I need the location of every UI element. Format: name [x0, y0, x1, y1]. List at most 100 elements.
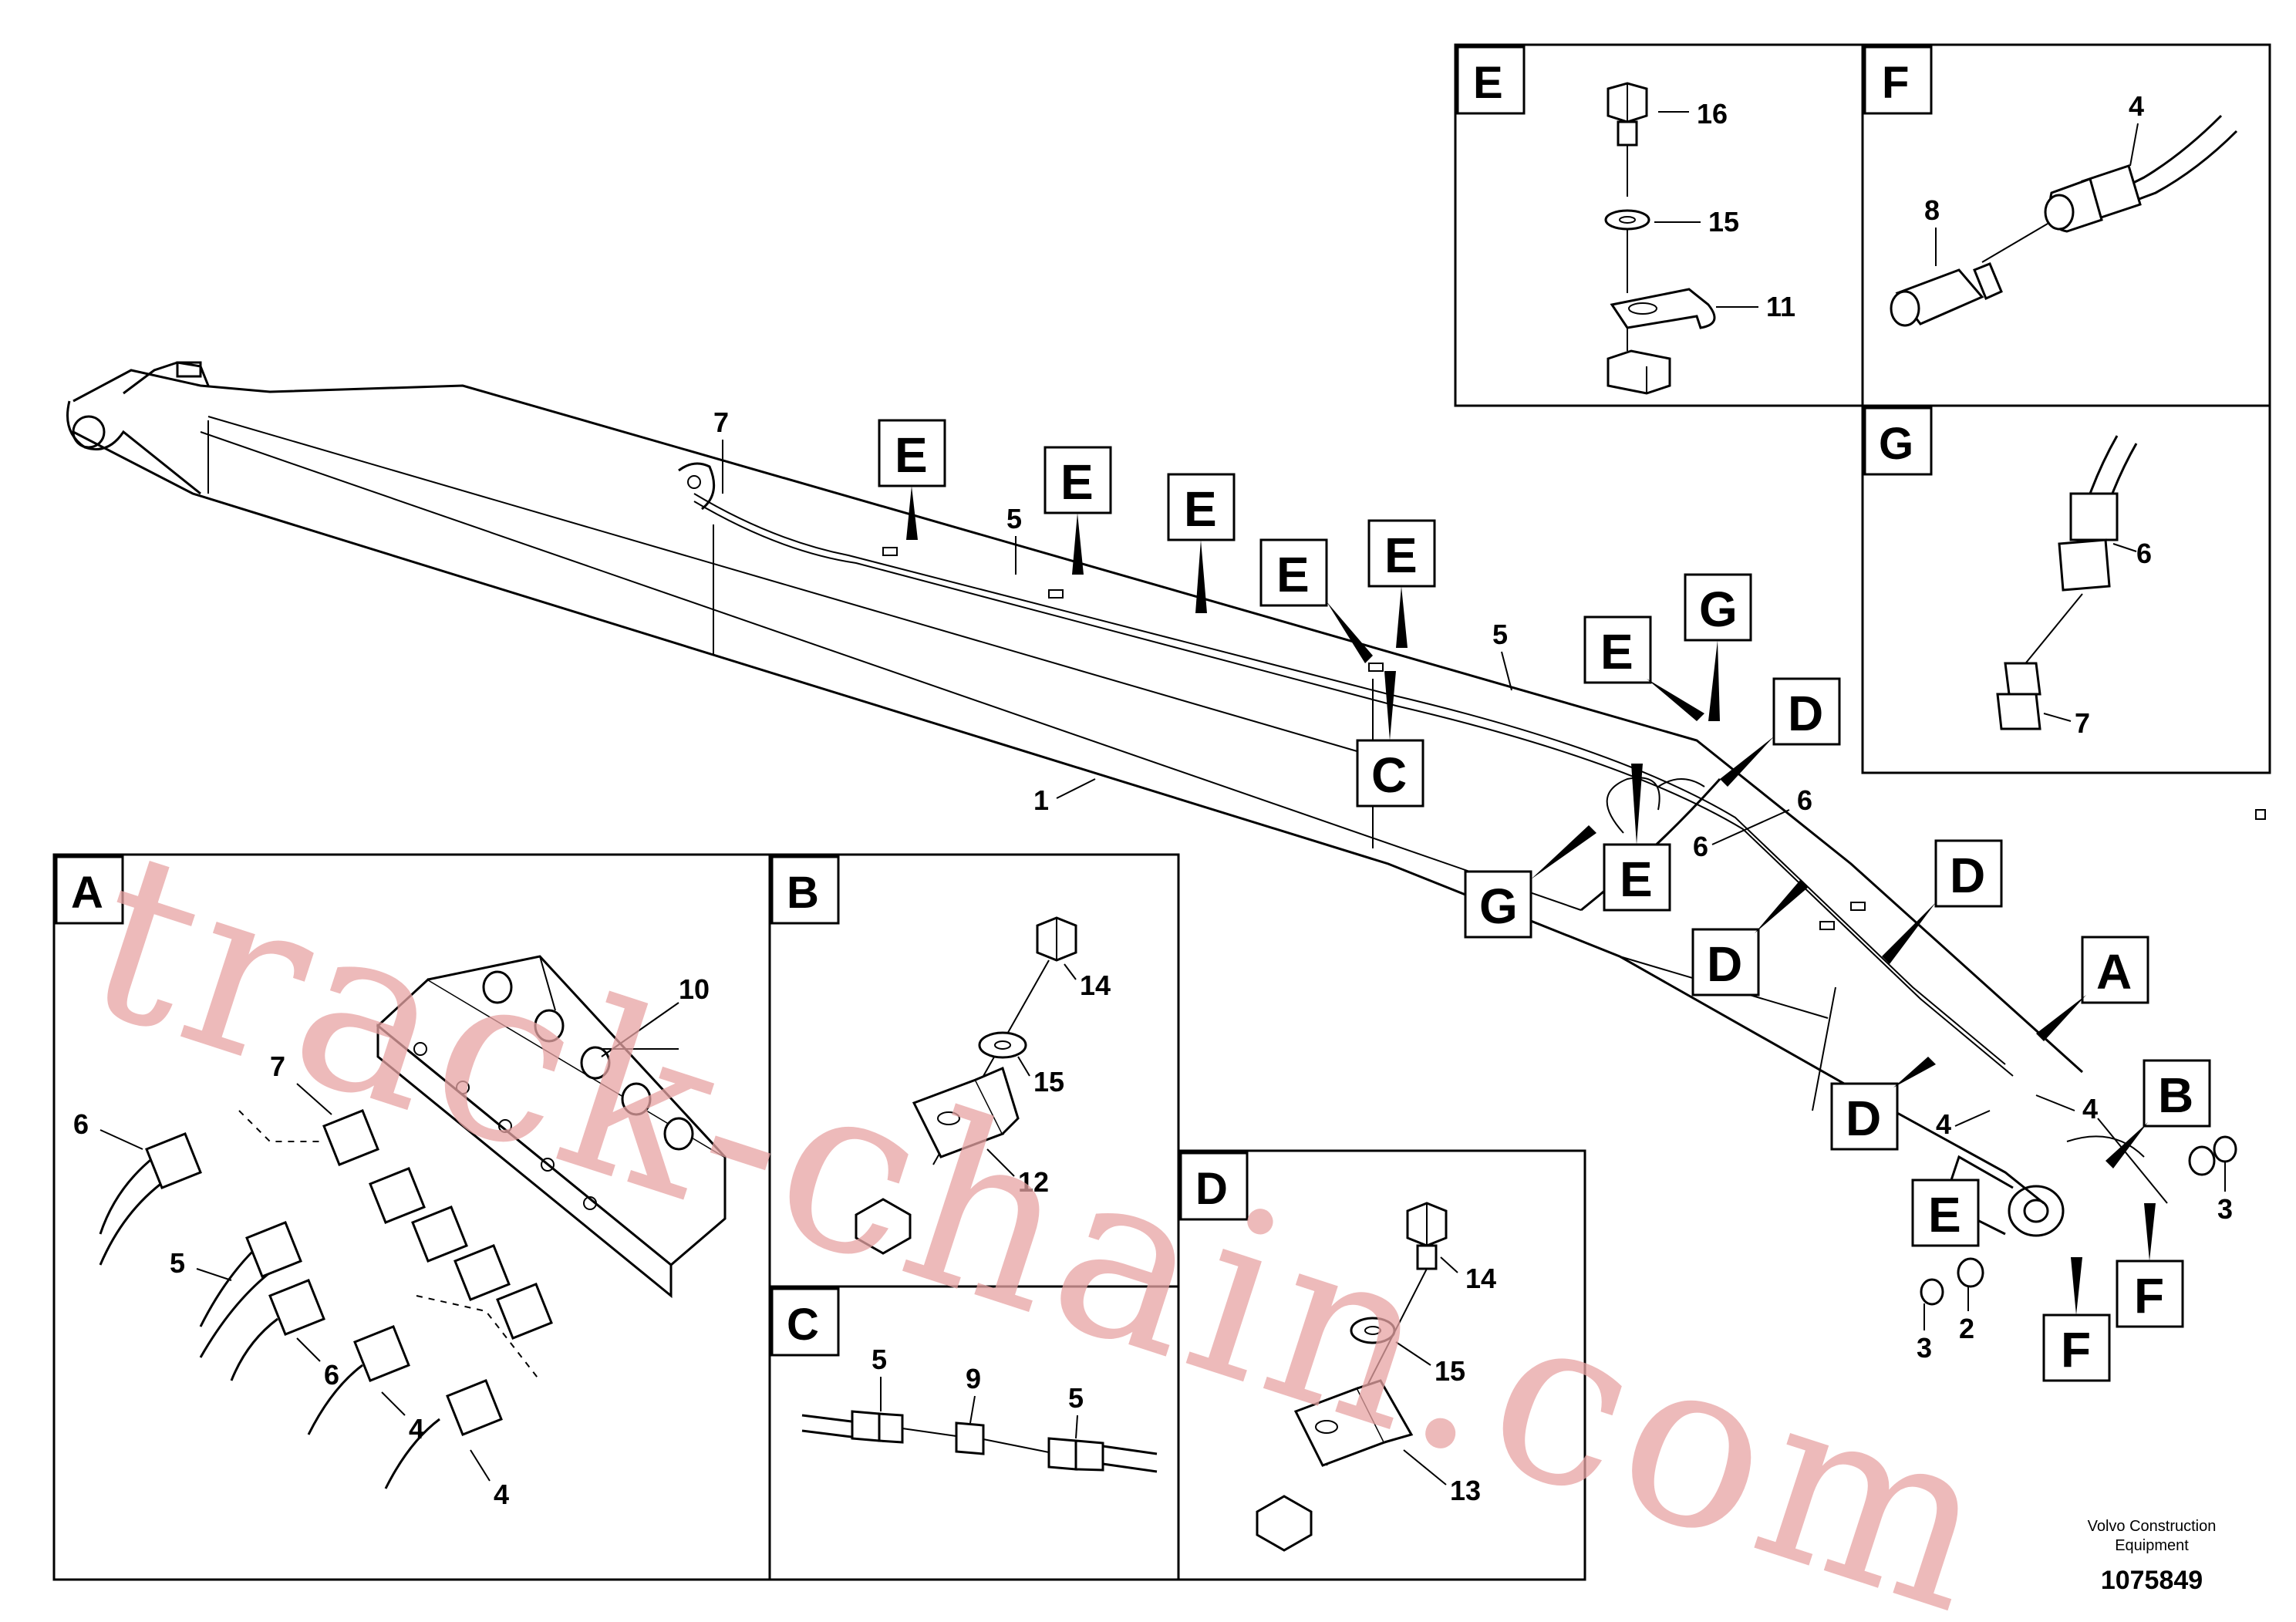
panel-G: G 6 7: [1861, 404, 2271, 774]
svg-text:F: F: [2061, 1322, 2091, 1378]
svg-text:6: 6: [2136, 538, 2152, 569]
main-part-4a: 4: [1936, 1108, 1951, 1140]
callout-C[interactable]: C: [1356, 671, 1424, 808]
bolt-icon: [1036, 916, 1077, 962]
svg-text:B: B: [2158, 1067, 2193, 1123]
panel-C: C 5 9 5: [768, 1285, 1180, 1581]
hose-fitting-icon: [2044, 114, 2238, 233]
hose-fitting-icon: [851, 1410, 1104, 1472]
panel-B-letter: B: [787, 868, 819, 918]
svg-text:D: D: [1707, 936, 1742, 992]
callout-G1[interactable]: G: [1684, 573, 1752, 721]
svg-text:A: A: [2096, 944, 2132, 1000]
svg-text:E: E: [1060, 454, 1094, 510]
svg-text:6: 6: [324, 1359, 339, 1391]
svg-text:14: 14: [1080, 969, 1111, 1001]
callout-E1[interactable]: E: [878, 419, 946, 540]
callout-E6[interactable]: E: [1583, 615, 1704, 721]
svg-text:15: 15: [1435, 1355, 1465, 1387]
hose-fitting-icon: [1996, 435, 2138, 730]
svg-text:8: 8: [1924, 194, 1940, 226]
nut-block-icon: [1256, 1495, 1313, 1552]
callout-E3[interactable]: E: [1167, 473, 1236, 613]
svg-text:D: D: [1950, 848, 1985, 903]
clamp-icon: [1610, 288, 1716, 329]
panel-D-letter: D: [1195, 1164, 1228, 1214]
main-part-5b: 5: [1492, 619, 1508, 650]
panel-G-letter: G: [1879, 419, 1913, 469]
svg-text:C: C: [1371, 747, 1407, 803]
washer-icon: [978, 1031, 1027, 1059]
footer: Volvo Construction Equipment 1075849: [2088, 1518, 2217, 1595]
main-part-3a: 3: [2217, 1193, 2233, 1225]
hose-fitting-icon: [322, 1109, 553, 1340]
callout-F2[interactable]: F: [2116, 1203, 2184, 1328]
svg-text:11: 11: [1766, 291, 1795, 322]
svg-text:6: 6: [73, 1108, 89, 1140]
svg-text:7: 7: [270, 1050, 285, 1082]
svg-text:E: E: [1184, 481, 1217, 537]
svg-text:4: 4: [2129, 90, 2144, 122]
washer-icon: [1604, 209, 1650, 231]
main-part-3b: 3: [1917, 1332, 1932, 1364]
svg-text:5: 5: [170, 1247, 185, 1279]
bolt-icon: [1607, 82, 1648, 147]
callout-E5[interactable]: E: [1367, 519, 1436, 648]
svg-text:4: 4: [494, 1479, 509, 1510]
callout-E7[interactable]: E: [1603, 764, 1671, 912]
svg-text:F: F: [2134, 1268, 2164, 1324]
svg-text:E: E: [895, 427, 928, 483]
svg-text:E: E: [1620, 851, 1653, 907]
hose-fitting-icon: [482, 970, 694, 1151]
callout-E8[interactable]: E: [1911, 1179, 1980, 1247]
callout-E2[interactable]: E: [1043, 446, 1112, 575]
svg-text:14: 14: [1465, 1263, 1496, 1294]
panel-A: A 10 7: [52, 853, 771, 1581]
callout-E4[interactable]: E: [1259, 538, 1373, 663]
callout-D3[interactable]: D: [1691, 879, 1809, 996]
brand-line-2: Equipment: [2115, 1537, 2189, 1554]
hose-fitting-icon: [1890, 262, 2003, 327]
main-part-1: 1: [1033, 784, 1049, 816]
panel-F-letter: F: [1882, 58, 1909, 108]
callout-B[interactable]: B: [2106, 1059, 2211, 1168]
svg-text:G: G: [1699, 582, 1738, 637]
clamp-icon: [912, 1066, 1020, 1158]
svg-text:E: E: [1928, 1187, 1961, 1243]
drawing-number: 1075849: [2101, 1566, 2203, 1595]
main-part-2: 2: [1959, 1313, 1974, 1344]
svg-text:E: E: [1276, 547, 1310, 602]
svg-text:5: 5: [1068, 1382, 1084, 1414]
panel-C-letter: C: [787, 1300, 819, 1350]
main-part-4b: 4: [2082, 1093, 2098, 1125]
svg-text:12: 12: [1018, 1166, 1049, 1198]
svg-text:E: E: [1384, 528, 1418, 583]
panel-D: D 14 15 13: [1177, 1149, 1586, 1581]
svg-text:D: D: [1788, 686, 1823, 741]
svg-text:10: 10: [679, 973, 710, 1005]
svg-text:D: D: [1846, 1091, 1881, 1146]
svg-text:13: 13: [1450, 1475, 1481, 1506]
callout-D2[interactable]: D: [1882, 839, 2003, 964]
main-part-7: 7: [713, 406, 729, 438]
main-part-6a: 6: [1797, 784, 1812, 816]
callout-A[interactable]: A: [2036, 936, 2149, 1041]
panel-A-letter: A: [71, 868, 103, 918]
panel-E-letter: E: [1473, 58, 1503, 108]
svg-text:15: 15: [1708, 206, 1739, 238]
panel-F: F 4 8: [1861, 43, 2271, 407]
callout-D4[interactable]: D: [1830, 1057, 1936, 1151]
callout-D1[interactable]: D: [1720, 677, 1841, 787]
brand-line-1: Volvo Construction: [2088, 1518, 2217, 1535]
nut-block-icon: [855, 1198, 912, 1255]
nut-block-icon: [1607, 349, 1671, 395]
callout-G2[interactable]: G: [1464, 825, 1596, 939]
callout-F1[interactable]: F: [2042, 1257, 2111, 1382]
svg-text:E: E: [1600, 624, 1633, 679]
svg-text:G: G: [1479, 878, 1518, 934]
panel-E: E 16 15 11: [1454, 43, 1864, 407]
washer-icon: [1350, 1317, 1396, 1344]
main-part-5a: 5: [1006, 503, 1022, 534]
svg-text:9: 9: [966, 1363, 981, 1394]
